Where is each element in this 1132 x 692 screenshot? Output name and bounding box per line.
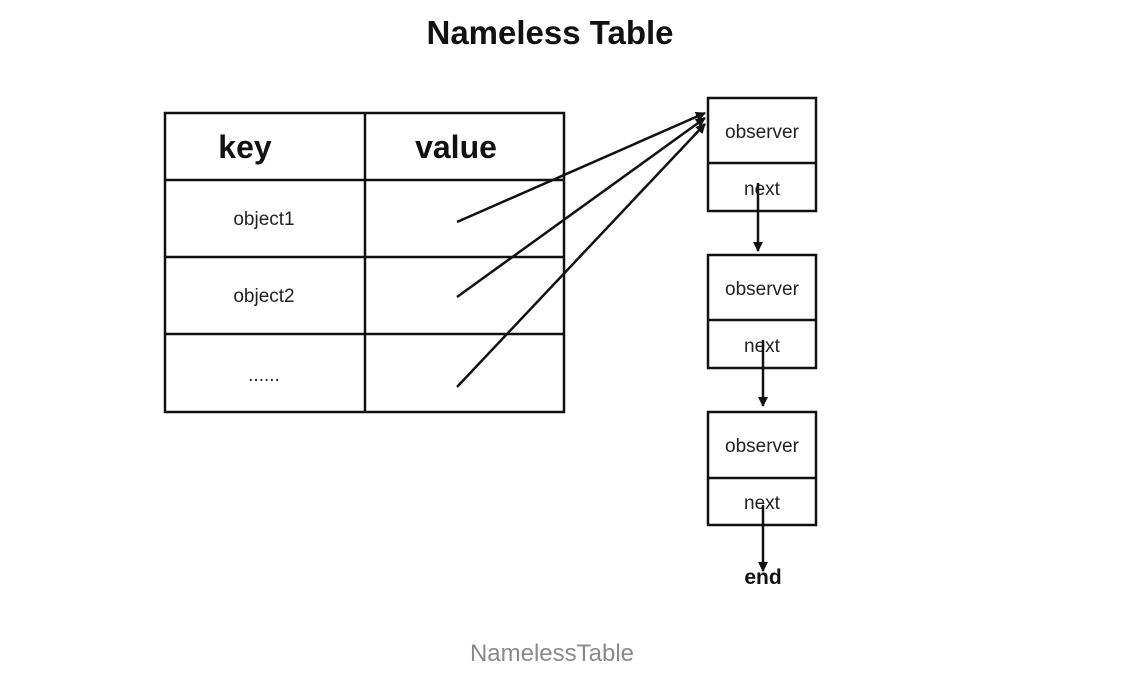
node-observer-label: observer bbox=[725, 122, 800, 143]
list-node: observer next bbox=[706, 96, 818, 213]
table-header-value: value bbox=[415, 129, 497, 165]
node-next-label: next bbox=[744, 493, 781, 514]
table-cell-key: object2 bbox=[233, 286, 294, 307]
hash-table: key value object1 object2 ...... bbox=[163, 111, 566, 414]
value-pointer-arrow bbox=[456, 111, 706, 224]
node-observer-label: observer bbox=[725, 279, 800, 300]
table-header-key: key bbox=[218, 129, 272, 165]
node-next-label: next bbox=[744, 179, 781, 200]
figure-caption: NamelessTable bbox=[470, 640, 634, 667]
list-node: observer next bbox=[706, 410, 818, 527]
table-cell-key: object1 bbox=[233, 209, 294, 230]
value-pointer-arrow bbox=[456, 123, 706, 388]
observer-list: observer next observer next observer nex… bbox=[706, 96, 818, 589]
node-observer-label: observer bbox=[725, 436, 800, 457]
value-pointers bbox=[456, 111, 706, 388]
list-node-box bbox=[706, 96, 818, 213]
value-pointer-arrow bbox=[456, 116, 706, 299]
list-end-label: end bbox=[744, 566, 781, 589]
table-cell-key: ...... bbox=[248, 365, 280, 386]
diagram-title: Nameless Table bbox=[426, 14, 673, 51]
